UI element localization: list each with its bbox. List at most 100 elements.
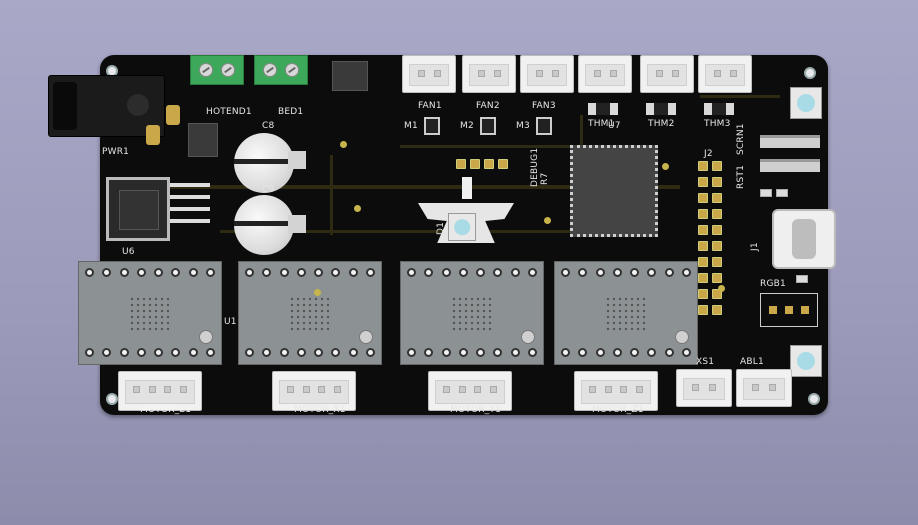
label-motor-x1: MOTOR_X1 (294, 405, 346, 415)
mounting-hole-br (808, 393, 820, 405)
header-rst1 (760, 135, 820, 148)
screw-icon (199, 63, 213, 77)
label-m3: M3 (516, 121, 530, 131)
label-thm2: THM2 (648, 119, 675, 129)
led-bottom-right (790, 345, 822, 377)
connector-motor-x1 (272, 371, 356, 411)
label-pwr1: PWR1 (102, 147, 130, 157)
regulator-u6-pad (119, 190, 159, 230)
cap-c9-base (288, 215, 306, 233)
connector-motor-y1 (428, 371, 512, 411)
capacitor-c8 (234, 133, 294, 193)
power-jack-opening (53, 82, 77, 130)
label-fan3: FAN3 (532, 101, 556, 111)
connector-abl1 (736, 369, 792, 407)
trace (160, 185, 680, 189)
header-j2 (698, 161, 722, 315)
mcu-u7 (570, 145, 658, 237)
trace (330, 155, 333, 235)
regulator-u6-leads (170, 183, 210, 237)
mosfet-chip (332, 61, 368, 91)
connector-thm3 (698, 55, 752, 93)
label-rgb1: RGB1 (760, 279, 786, 289)
connector-fan3 (520, 55, 574, 93)
via (354, 205, 361, 212)
label-motor-y1: MOTOR_Y1 (450, 405, 502, 415)
power-jack-pin (127, 94, 149, 116)
cap-c8-base (288, 151, 306, 169)
trace (400, 145, 580, 148)
label-u1: U1 (224, 317, 237, 327)
label-rst1: RST1 (736, 165, 746, 189)
stepper-driver-z (554, 261, 698, 365)
usb-c-port (792, 219, 816, 259)
label-fan2: FAN2 (476, 101, 500, 111)
header-rgb1 (760, 293, 818, 327)
screw-icon (263, 63, 277, 77)
mounting-hole-bl (106, 393, 118, 405)
terminal-bed1 (254, 55, 308, 85)
connector-motor-z1 (574, 371, 658, 411)
stepper-driver-e (78, 261, 222, 365)
label-d1: D1 (436, 221, 446, 235)
screw-icon (285, 63, 299, 77)
label-u6: U6 (122, 247, 135, 257)
header-scrn1 (760, 159, 820, 172)
label-j1: J1 (750, 242, 760, 251)
trace (220, 230, 600, 233)
terminal-hotend1 (190, 55, 244, 85)
smd-part (796, 275, 808, 283)
label-hotend1: HOTEND1 (206, 107, 252, 117)
stepper-driver-y (400, 261, 544, 365)
label-xs1: XS1 (696, 357, 715, 367)
via (718, 285, 725, 292)
label-c9: C9 (262, 185, 275, 195)
label-fan1: FAN1 (418, 101, 442, 111)
power-jack (48, 75, 165, 137)
label-thm3: THM3 (704, 119, 731, 129)
label-motor-e1: MOTOR_E1 (140, 405, 192, 415)
label-u7: U7 (608, 121, 621, 131)
label-thm1: THM1 (588, 119, 615, 129)
label-bed1: BED1 (278, 107, 304, 117)
via (340, 141, 347, 148)
label-scrn1: SCRN1 (736, 123, 746, 155)
screw-icon (221, 63, 235, 77)
pcb-board: PWR1 U6 HOTEND1 BED1 C8 C9 FAN1 FAN2 FAN… (48, 55, 836, 415)
resistor (646, 103, 676, 115)
resistor (588, 103, 618, 115)
transistor-m3 (536, 117, 552, 135)
label-abl1: ABL1 (740, 357, 764, 367)
ic-small (188, 123, 218, 157)
trace (700, 95, 780, 98)
hammer-icon (462, 177, 472, 199)
label-motor-z1: MOTOR_Z1 (592, 405, 644, 415)
resistor (704, 103, 734, 115)
via (662, 163, 669, 170)
led-top-right (790, 87, 822, 119)
led-d1 (448, 213, 476, 241)
via (544, 217, 551, 224)
header-debug1 (456, 159, 508, 169)
connector-thm2 (640, 55, 694, 93)
pwr-pad (166, 105, 180, 125)
usb-c-connector-j1 (772, 209, 836, 269)
capacitor-c9 (234, 195, 294, 255)
label-m2: M2 (460, 121, 474, 131)
smd-part (776, 189, 788, 197)
connector-fan1 (402, 55, 456, 93)
connector-motor-e1 (118, 371, 202, 411)
pwr-pad (146, 125, 160, 145)
label-m1: M1 (404, 121, 418, 131)
transistor-m1 (424, 117, 440, 135)
mounting-hole-tr (804, 67, 816, 79)
regulator-u6 (106, 177, 170, 241)
label-r7: R7 (540, 172, 550, 185)
label-c8: C8 (262, 121, 275, 131)
connector-fan2 (462, 55, 516, 93)
label-j2: J2 (704, 149, 713, 159)
connector-thm1 (578, 55, 632, 93)
transistor-m2 (480, 117, 496, 135)
via (314, 289, 321, 296)
smd-part (760, 189, 772, 197)
